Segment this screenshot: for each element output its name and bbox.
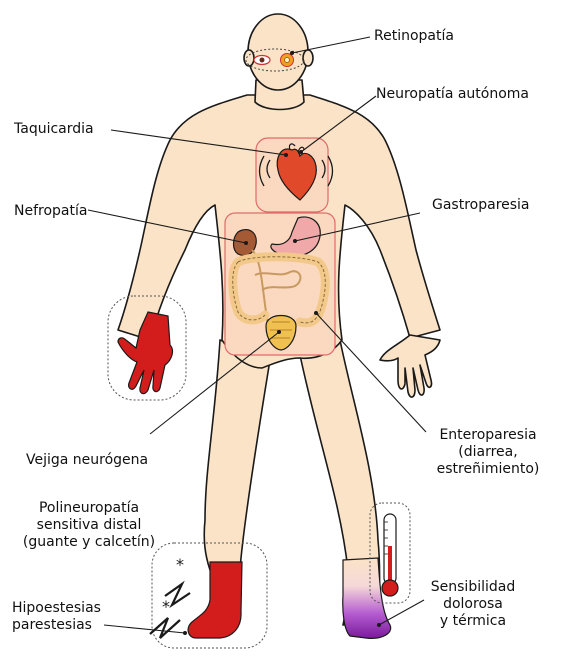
heart-icon — [276, 148, 317, 201]
lightning-icon-2 — [149, 617, 181, 639]
label-sensibilidad: Sensibilidad dolorosa y térmica — [418, 579, 528, 630]
eyes-highlight-box — [245, 48, 305, 72]
leader-hipoestesias — [103, 624, 186, 634]
heart-beat-marks — [258, 155, 334, 187]
sock-icon — [187, 561, 243, 639]
left-ear — [243, 49, 255, 67]
label-retinopatia: Retinopatía — [374, 28, 454, 44]
intestine-outline — [232, 256, 326, 324]
bladder-icon — [265, 314, 297, 351]
right-foot — [342, 557, 392, 639]
label-nefropatia: Nefropatía — [14, 203, 88, 219]
label-polineuropatia-line3: (guante y calcetín) — [22, 534, 156, 550]
lightning-icon — [164, 580, 191, 609]
leader-vejiga — [149, 331, 280, 435]
leader-lines — [87, 36, 427, 634]
small-intestine — [254, 270, 302, 291]
label-hipoestesias-line1: Hipoestesias — [12, 600, 101, 616]
heart-region — [255, 137, 334, 213]
heart-vessel — [288, 143, 305, 153]
glove-region — [107, 295, 187, 401]
label-enteroparesia-line1: Enteroparesia — [439, 427, 537, 443]
label-polineuropatia-line1: Polineuropatía — [38, 500, 140, 516]
leader-dots — [183, 51, 381, 635]
label-hipoestesias-line2: parestesias — [12, 617, 92, 633]
sock-box — [151, 542, 268, 649]
label-neuropatia-autonoma: Neuropatía autónoma — [376, 86, 530, 102]
label-polineuropatia: Polineuropatía sensitiva distal (guante … — [10, 500, 168, 551]
thermometer-bulb — [381, 579, 399, 597]
bladder-lines — [270, 321, 292, 339]
eyes-region — [245, 48, 305, 72]
label-enteroparesia-line2: (diarrea, — [458, 444, 518, 460]
right-pupil — [284, 57, 290, 63]
leader-gastroparesia — [294, 212, 421, 242]
purple-foot — [342, 557, 392, 639]
leader-nefropatia — [87, 209, 247, 244]
right-hand — [379, 334, 441, 398]
label-sensibilidad-line3: y térmica — [439, 613, 507, 629]
label-sensibilidad-line2: dolorosa — [443, 596, 503, 612]
thermometer-mercury — [388, 546, 392, 586]
leader-retinopatia — [291, 36, 371, 54]
glove-box — [107, 295, 187, 401]
left-leg — [203, 339, 271, 571]
abdomen-region — [224, 212, 336, 356]
label-polineuropatia-line2: sensitiva distal — [36, 517, 142, 533]
label-enteroparesia-line3: estreñimiento) — [436, 461, 540, 477]
glove-icon — [117, 311, 174, 395]
label-sensibilidad-line1: Sensibilidad — [430, 579, 516, 595]
thermometer-region — [369, 502, 411, 604]
label-vejiga-neurogena: Vejiga neurógena — [26, 452, 149, 468]
leader-neuropatia — [300, 95, 377, 153]
thermometer-box — [369, 502, 411, 604]
leader-sensibilidad — [378, 599, 425, 626]
leader-enteroparesia — [315, 312, 427, 433]
label-enteroparesia: Enteroparesia (diarrea, estreñimiento) — [428, 427, 548, 478]
star-icon: * — [162, 597, 170, 616]
leader-taquicardia — [110, 129, 287, 156]
left-pupil — [259, 57, 265, 63]
sock-region: * * — [149, 542, 268, 649]
label-gastroparesia: Gastroparesia — [432, 197, 530, 213]
label-taquicardia: Taquicardia — [14, 121, 94, 137]
right-ear — [302, 49, 314, 67]
label-hipoestesias: Hipoestesias parestesias — [12, 600, 101, 634]
thermometer-ticks — [384, 521, 388, 555]
star-icon-2: * — [176, 555, 184, 574]
